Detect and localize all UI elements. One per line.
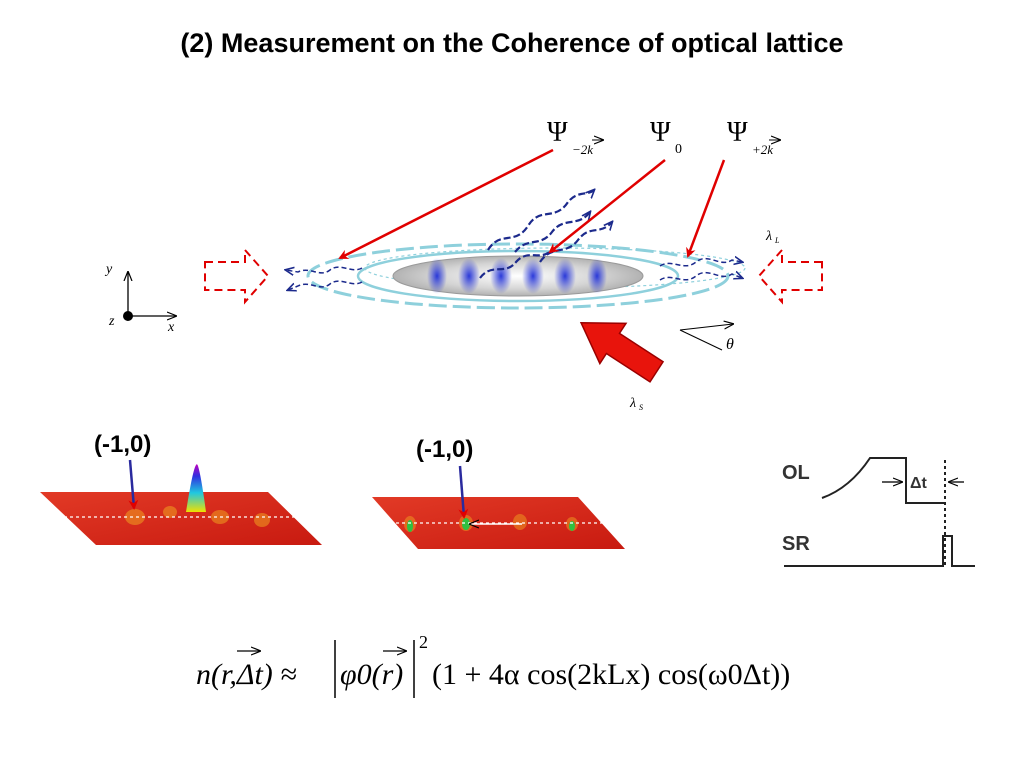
svg-text:λ: λ xyxy=(629,396,636,411)
svg-text:θ: θ xyxy=(726,336,734,353)
axis-z-label: z xyxy=(108,314,115,329)
formula-abs-content: φ0(r) xyxy=(340,658,403,691)
svg-text:−2k: −2k xyxy=(572,142,593,157)
left-absorption-image: (-1,0) xyxy=(40,431,322,545)
svg-text:Ψ: Ψ xyxy=(650,117,671,148)
left-side-waves xyxy=(286,266,363,290)
right-absorption-image: (-1,0) xyxy=(372,436,625,549)
svg-text:L: L xyxy=(774,236,780,245)
atom-cloud xyxy=(392,255,644,297)
psi-plus-pointer-arrow xyxy=(686,159,726,258)
psi-0-label: Ψ 0 xyxy=(650,117,682,157)
psi-minus-pointer-arrow xyxy=(338,148,554,260)
left-order-label: (-1,0) xyxy=(94,431,151,458)
formula-lhs: n(r,Δt) ≈ xyxy=(196,658,297,691)
right-lattice-beam-arrow xyxy=(757,247,823,305)
ol-label: OL xyxy=(782,462,810,484)
sr-label: SR xyxy=(782,533,810,555)
psi-minus-2k-label: Ψ −2k xyxy=(547,117,603,157)
psi-plus-2k-label: Ψ +2k xyxy=(727,117,780,157)
svg-text:Ψ: Ψ xyxy=(547,117,568,148)
svg-text:S: S xyxy=(639,403,643,412)
svg-text:λ: λ xyxy=(765,229,772,244)
lambda-l-label: λ L xyxy=(765,229,780,245)
coherence-formula: n(r,Δt) ≈ φ0(r) 2 (1 + 4α cos(2kLx) cos(… xyxy=(196,632,790,698)
theta-angle: θ xyxy=(679,324,734,353)
left-lattice-beam-arrow xyxy=(204,247,270,305)
svg-text:Ψ: Ψ xyxy=(727,117,748,148)
psi-0-pointer-arrow xyxy=(548,159,666,254)
right-order-label: (-1,0) xyxy=(416,436,473,463)
coordinate-axes: y z x xyxy=(104,262,176,335)
timing-diagram: OL SR Δt xyxy=(782,457,975,567)
axis-y-label: y xyxy=(104,262,113,277)
lattice-blobs xyxy=(427,258,607,294)
formula-rhs: (1 + 4α cos(2kLx) cos(ω0Δt)) xyxy=(432,658,790,691)
inner-ellipse xyxy=(356,249,680,303)
dt-label: Δt xyxy=(910,475,928,492)
formula-power: 2 xyxy=(419,632,428,652)
right-side-waves xyxy=(659,259,742,281)
lambda-s-label: λ S xyxy=(629,396,643,412)
slide-title: (2) Measurement on the Coherence of opti… xyxy=(180,28,844,58)
axis-x-label: x xyxy=(167,320,175,335)
svg-text:0: 0 xyxy=(675,142,682,157)
svg-text:+2k: +2k xyxy=(752,142,773,157)
probe-beam-arrow xyxy=(579,322,665,383)
